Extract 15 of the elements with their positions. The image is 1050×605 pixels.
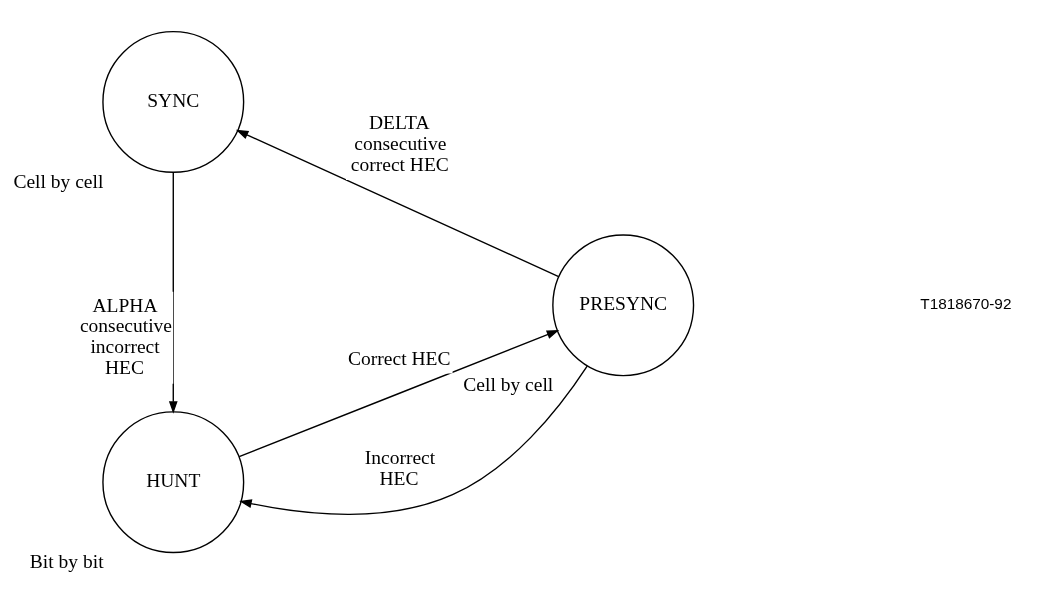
arrow xyxy=(235,129,560,278)
edge-label: ALPHA consecutive incorrect HEC xyxy=(79,294,172,379)
node-circle: PRESYNC xyxy=(552,234,695,377)
node-label: Cell by cell xyxy=(13,170,104,192)
node-label: Bit by bit xyxy=(29,551,104,573)
arrow xyxy=(239,365,588,516)
edge-label: Correct HEC xyxy=(348,347,451,369)
node-circle: HUNT xyxy=(102,411,245,554)
arrow xyxy=(238,330,560,458)
label: T1818670-92 xyxy=(920,295,1012,313)
node-label: Cell by cell xyxy=(463,374,554,396)
edge-label: Incorrect HEC xyxy=(364,447,436,490)
arrow xyxy=(168,172,178,414)
edge-label: DELTA consecutive correct HEC xyxy=(350,112,449,176)
node-circle: SYNC xyxy=(102,30,245,173)
